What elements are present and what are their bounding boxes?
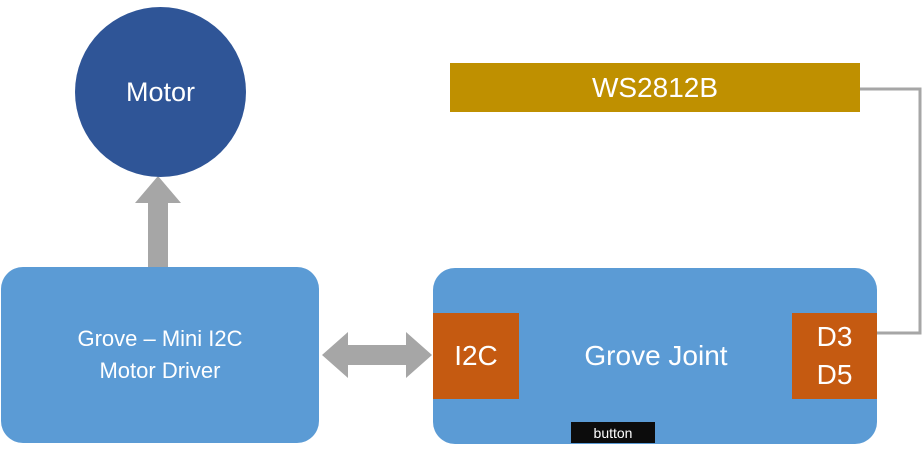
grove-joint-label: Grove Joint [584, 340, 728, 371]
i2c-port: I2C [433, 313, 519, 399]
i2c-port-label: I2C [454, 340, 498, 371]
motor-driver-label-line1: Grove – Mini I2C [77, 326, 243, 351]
arrow-driver-to-motor [135, 176, 181, 267]
ws2812b-node: WS2812B [450, 63, 860, 112]
motor-driver-label-line2: Motor Driver [99, 358, 221, 383]
digital-ports: D3 D5 [792, 313, 877, 399]
motor-node: Motor [75, 7, 246, 177]
button-label[interactable]: button [571, 422, 655, 443]
motor-driver-node: Grove – Mini I2C Motor Driver [1, 267, 319, 443]
motor-label: Motor [125, 76, 196, 107]
ws2812b-label: WS2812B [591, 71, 719, 103]
d3-port-label: D3 [816, 321, 853, 352]
line-ws2812b-to-dports [860, 87, 922, 335]
arrow-driver-joint-bidirectional [322, 332, 432, 378]
d5-port-label: D5 [816, 359, 853, 390]
